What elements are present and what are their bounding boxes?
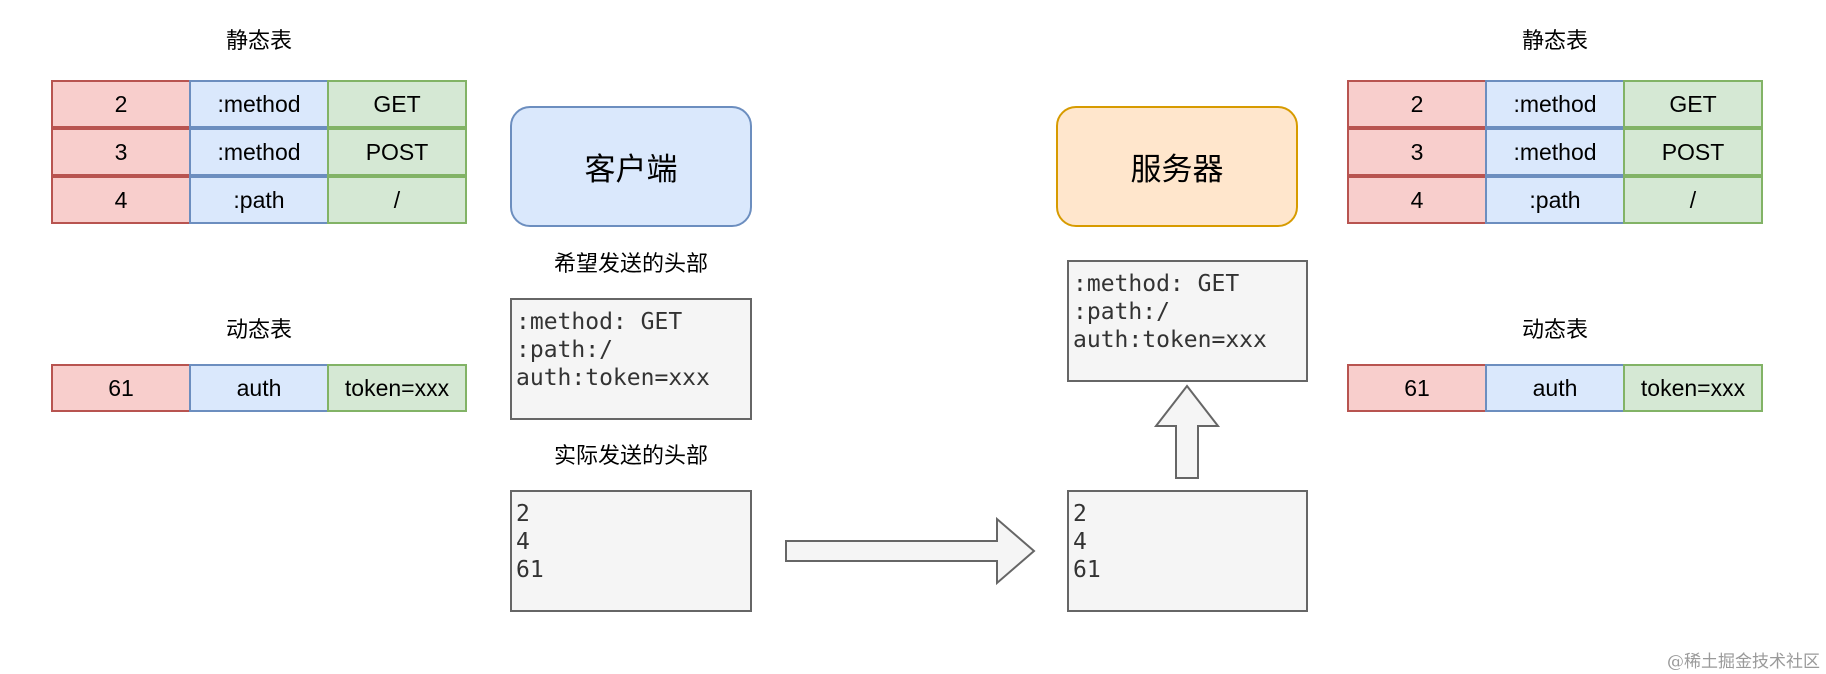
left-dynamic-table-title: 动态表: [225, 318, 292, 343]
decode-arrow-icon: [1153, 384, 1221, 479]
static-name-cell: :method: [1485, 128, 1625, 176]
dynamic-value-cell: token=xxx: [327, 364, 467, 412]
static-value-cell: GET: [327, 80, 467, 128]
received-indices-box: 2 4 61: [1067, 490, 1308, 612]
actual-headers-caption: 实际发送的头部: [553, 444, 708, 469]
send-arrow-icon: [785, 516, 1036, 586]
static-value-cell: POST: [1623, 128, 1763, 176]
static-name-cell: :method: [189, 80, 329, 128]
static-name-cell: :method: [189, 128, 329, 176]
static-value-cell: /: [327, 176, 467, 224]
static-value-cell: POST: [327, 128, 467, 176]
static-name-cell: :path: [189, 176, 329, 224]
decoded-headers-box: :method: GET :path:/ auth:token=xxx: [1067, 260, 1308, 382]
server-node: 服务器: [1056, 106, 1298, 227]
left-static-table-title: 静态表: [225, 29, 292, 54]
right-dynamic-table-title: 动态表: [1521, 318, 1588, 343]
desired-headers-caption: 希望发送的头部: [553, 252, 708, 277]
dynamic-index-cell: 61: [1347, 364, 1487, 412]
static-index-cell: 4: [1347, 176, 1487, 224]
static-index-cell: 2: [1347, 80, 1487, 128]
actual-headers-box: 2 4 61: [510, 490, 752, 612]
dynamic-name-cell: auth: [1485, 364, 1625, 412]
static-index-cell: 4: [51, 176, 191, 224]
desired-headers-box: :method: GET :path:/ auth:token=xxx: [510, 298, 752, 420]
right-static-table-title: 静态表: [1521, 29, 1588, 54]
dynamic-value-cell: token=xxx: [1623, 364, 1763, 412]
dynamic-index-cell: 61: [51, 364, 191, 412]
client-node: 客户端: [510, 106, 752, 227]
static-index-cell: 2: [51, 80, 191, 128]
static-value-cell: GET: [1623, 80, 1763, 128]
static-name-cell: :method: [1485, 80, 1625, 128]
static-index-cell: 3: [51, 128, 191, 176]
watermark: @稀土掘金技术社区: [1667, 652, 1820, 672]
static-name-cell: :path: [1485, 176, 1625, 224]
dynamic-name-cell: auth: [189, 364, 329, 412]
static-value-cell: /: [1623, 176, 1763, 224]
static-index-cell: 3: [1347, 128, 1487, 176]
